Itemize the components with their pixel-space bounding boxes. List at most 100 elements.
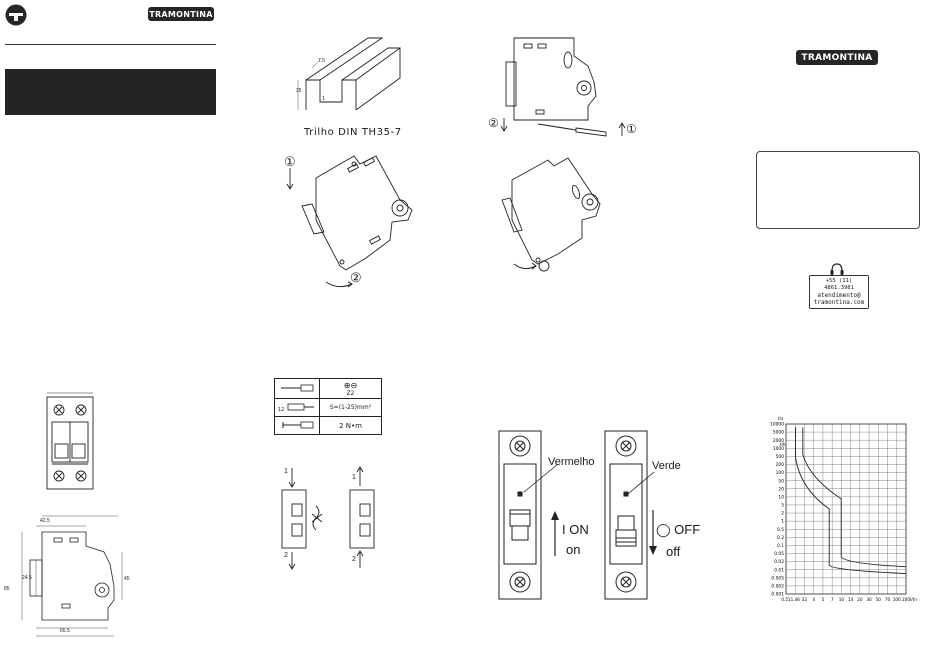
wiring-arrow-label-b1: 1	[352, 474, 356, 481]
rail-dim-b: 7.5	[318, 58, 325, 64]
y-tick-label: 0.2	[777, 535, 784, 541]
x-tick-label: 50	[876, 597, 882, 602]
install-step-1: ①	[284, 154, 296, 169]
breaker-dimensions-diagram	[21, 515, 123, 637]
rail-dim-a: 35	[296, 88, 302, 94]
y-tick-label: 10	[778, 494, 784, 500]
rail-caption: Trilho DIN TH35-7	[304, 127, 402, 138]
y-unit-label-2: t/h	[780, 442, 786, 447]
y-tick-label: 0.001	[771, 592, 784, 598]
table-cell-spec-2: S=(1-25)mm²	[329, 404, 372, 411]
y-unit-label: t/s	[778, 416, 784, 422]
off-arrow-down-icon	[649, 510, 657, 555]
install-rotate-arrow-icon	[325, 281, 353, 288]
y-tick-label: 5000	[773, 430, 784, 436]
x-unit-label: I/In	[910, 597, 917, 603]
install-breaker-diagram	[301, 155, 413, 271]
red-indicator-leader	[523, 463, 559, 493]
x-tick-label: 7	[831, 597, 834, 602]
table-row: 2 N•m	[319, 416, 382, 435]
brand-logo-back-text: TRAMONTINA	[801, 52, 873, 63]
y-tick-label: 0.05	[774, 551, 784, 557]
breaker-on-indicator-diagram	[498, 430, 542, 600]
off-label-lower: off	[666, 544, 681, 559]
off-label: ◯ OFF	[656, 522, 701, 537]
wiring-arrow-label-a1: 1	[284, 468, 288, 475]
x-tick-label: 14	[848, 597, 854, 602]
dimension-label-3: 45	[124, 576, 130, 582]
x-tick-label: 5	[822, 597, 825, 602]
header-dark-bar	[5, 69, 216, 115]
table-row-icon-3	[274, 416, 320, 435]
y-tick-label: 5	[781, 503, 784, 509]
brand-circle-icon	[5, 4, 27, 26]
wiring-arrow-label-a2: 2	[284, 552, 288, 559]
brand-logo-top: TRAMONTINA	[148, 7, 214, 21]
screwdriver-icon	[281, 384, 314, 391]
strip-length-label: 12	[277, 406, 285, 413]
wiring-spec-table: ⊕⊖ Z2 12 S=(1-25)mm² 2 N•m	[274, 378, 382, 435]
x-tick-label: 20	[857, 597, 863, 602]
x-tick-label: 4	[812, 597, 815, 602]
header-divider	[5, 44, 216, 45]
table-cell-spec-3: 2 N•m	[339, 421, 362, 430]
breaker-off-indicator-diagram	[604, 430, 648, 600]
brand-logo-back: TRAMONTINA	[796, 50, 878, 65]
y-tick-label: 50	[778, 478, 784, 484]
torque-screwdriver-icon	[282, 421, 314, 428]
green-indicator-leader	[627, 471, 655, 495]
y-tick-label: 0.01	[774, 567, 784, 573]
red-indicator-label: Vermelho	[548, 456, 595, 468]
y-tick-label: 2	[781, 511, 784, 517]
y-tick-label: 100	[776, 470, 785, 476]
y-tick-label: 10000	[770, 422, 784, 428]
y-tick-label: 0.1	[777, 543, 784, 549]
remove-breaker-diagram	[505, 37, 607, 137]
y-tick-label: 0.02	[774, 559, 784, 565]
trip-curve-upper	[802, 427, 907, 568]
remove-step-2: ②	[488, 116, 499, 130]
contact-email-line2: tramontina.com	[813, 299, 865, 306]
table-cell-spec-1: Z2	[346, 389, 355, 397]
wire-strip-icon	[287, 403, 315, 410]
headset-icon	[830, 263, 844, 275]
info-box	[756, 151, 920, 229]
x-tick-label: 200	[902, 597, 910, 602]
remove-arrow-up-icon	[618, 122, 626, 136]
contact-box: +55 (11) 4861.3981 atendimento@ tramonti…	[809, 275, 869, 309]
y-tick-label: 20	[778, 486, 784, 492]
contact-email-line1: atendimento@	[817, 292, 861, 299]
rail-dim-c: 1	[322, 96, 325, 102]
on-arrow-up-icon	[551, 511, 559, 556]
tilt-breaker-diagram	[501, 157, 601, 265]
tilt-rotate-arrow-icon	[513, 260, 550, 272]
dimension-label-4: 65.5	[60, 628, 70, 634]
brand-circle-logo	[5, 4, 27, 26]
y-tick-label: 2000	[773, 438, 784, 444]
contact-phone: +55 (11) 4861.3981	[824, 278, 854, 291]
table-row: S=(1-25)mm²	[319, 398, 382, 417]
x-tick-label: 10	[839, 597, 845, 602]
brand-logo-text: TRAMONTINA	[149, 9, 213, 19]
wiring-arrow-label-b2: 2	[352, 556, 356, 563]
y-tick-label: 1000	[773, 446, 784, 452]
y-tick-label: 200	[776, 462, 785, 468]
dimension-label-1: 42.5	[40, 518, 50, 524]
x-tick-label: 32	[802, 597, 808, 602]
dimension-label-2: 85	[4, 586, 10, 592]
trip-curve-svg: 100005000200010005002001005020105210.50.…	[770, 416, 917, 603]
plot-frame	[785, 423, 907, 595]
x-tick-label: 70	[885, 597, 891, 602]
din-rail-diagram	[297, 37, 401, 111]
install-arrow-down-icon	[286, 168, 294, 190]
x-tick-label: 0.51	[781, 597, 791, 602]
x-tick-label: 100	[893, 597, 901, 602]
y-tick-label: 500	[776, 454, 785, 460]
green-indicator-label: Verde	[652, 460, 681, 472]
install-step-2: ②	[350, 270, 362, 285]
x-tick-label: 30	[866, 597, 872, 602]
y-tick-label: 0.5	[777, 527, 784, 533]
on-label: I ON	[562, 522, 589, 537]
y-tick-label: 0.002	[771, 584, 784, 590]
